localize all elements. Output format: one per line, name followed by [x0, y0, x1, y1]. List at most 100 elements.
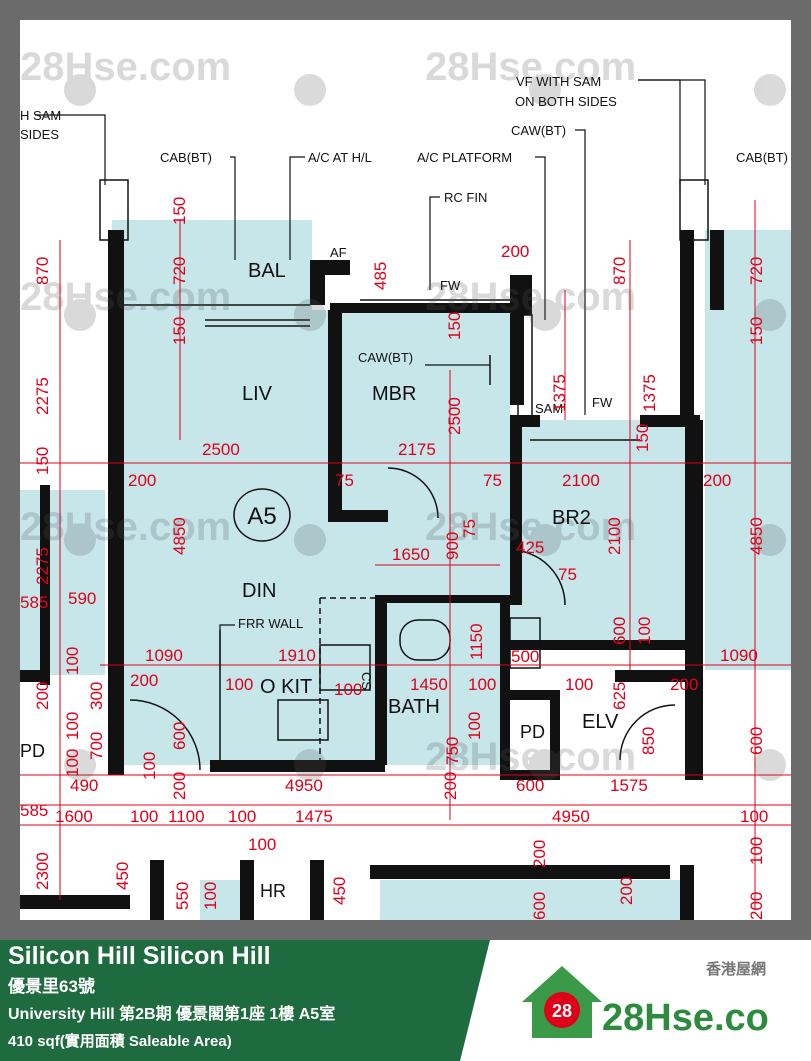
leader-vf-right-a [638, 79, 681, 185]
note-frr-wall: FRR WALL [238, 616, 303, 631]
dim-1150: 1150 [467, 623, 486, 660]
dim-200f: 200 [441, 772, 460, 800]
dim-1600: 1600 [55, 807, 93, 826]
dim-425: 425 [516, 538, 544, 557]
wall-af-post [310, 275, 325, 305]
basin-icon [509, 617, 541, 669]
note-caw-mbr: CAW(BT) [358, 350, 413, 365]
leader-cab-left [230, 156, 236, 260]
wall-fw-post [518, 275, 532, 315]
dim-100e: 100 [565, 675, 593, 694]
note-fw-br2: FW [592, 395, 613, 410]
dimension-lines [20, 200, 791, 910]
dim-625: 625 [610, 682, 629, 710]
dim-100d: 100 [468, 675, 496, 694]
note-vf-left-1: H SAM [20, 108, 61, 123]
dim-490: 490 [70, 776, 98, 795]
wall-af [310, 260, 350, 275]
leader-frr [219, 624, 235, 670]
dim-585b: 585 [20, 801, 48, 820]
dim-100g: 100 [63, 712, 82, 740]
dim-720b: 720 [747, 257, 766, 285]
walls [20, 230, 724, 920]
dim-100i: 100 [130, 807, 158, 826]
note-vf-right-2: ON BOTH SIDES [515, 94, 617, 109]
dim-150d: 150 [747, 317, 766, 345]
leader-lines [35, 79, 706, 670]
dim-75d: 75 [558, 565, 577, 584]
dim-75c: 75 [460, 519, 479, 538]
dim-1450: 1450 [410, 675, 448, 694]
watermark-badge-icon [64, 524, 96, 556]
dim-2175: 2175 [398, 440, 436, 459]
lower-unit-fill [380, 880, 680, 920]
brand-name-zh: 香港屋網 [706, 961, 767, 978]
dim-600a: 600 [610, 617, 629, 645]
dim-150a: 150 [170, 197, 189, 225]
dim-1090b: 1090 [720, 646, 758, 665]
dim-75b: 75 [483, 471, 502, 490]
column-right [679, 179, 709, 241]
dim-585a: 585 [20, 593, 48, 612]
dim-4950a: 4950 [285, 776, 323, 795]
lower-left-fill [200, 880, 240, 920]
note-vf-left-2: SIDES [20, 127, 59, 142]
br2-fill [510, 420, 685, 650]
note-cab-right: CAB(BT) [736, 150, 788, 165]
wall-neighbor-left [40, 485, 50, 685]
watermark-badge-icon [294, 524, 326, 556]
dim-200b: 200 [703, 471, 731, 490]
watermark-text: 28Hse.com [20, 275, 231, 319]
wall-lower-b [240, 860, 254, 920]
wall-lower-a [150, 860, 164, 920]
note-rc-fin: RC FIN [444, 190, 487, 205]
dim-150c: 150 [445, 312, 464, 340]
wall-pd-left [500, 690, 510, 780]
elv-door-swing [619, 704, 676, 761]
watermark-text: 28Hse.com [20, 505, 231, 549]
brand-logo[interactable]: 28 28Hse.com [520, 962, 770, 1042]
dim-720a: 720 [170, 257, 189, 285]
dim-1375a: 1375 [550, 374, 569, 412]
footer: Silicon Hill Silicon Hill 優景里63號 Univers… [0, 940, 811, 1061]
dim-870b: 870 [610, 257, 629, 285]
note-vf-right-1: VF WITH SAM [516, 74, 601, 89]
dimension-labels: 870 720 150 150 485 200 150 870 720 150 … [20, 197, 768, 920]
dim-2500v: 2500 [445, 397, 464, 435]
watermark-text: 28Hse.com [425, 505, 636, 549]
notes: H SAM SIDES CAB(BT) A/C AT H/L A/C PLATF… [20, 74, 788, 690]
dim-1375b: 1375 [640, 374, 659, 412]
wall-right [685, 420, 703, 780]
dim-590: 590 [68, 589, 96, 608]
dim-100f: 100 [465, 712, 484, 740]
dim-100l: 100 [248, 835, 276, 854]
leader-caw-top [575, 129, 586, 415]
unit-marker [233, 488, 291, 542]
watermark-badge-icon [529, 749, 561, 781]
dim-150e: 150 [33, 447, 52, 475]
dim-100n: 100 [747, 837, 766, 865]
watermark-badge-icon [529, 299, 561, 331]
wall-lower-c [310, 860, 324, 920]
leader-ac-platform [535, 156, 546, 320]
dim-300: 300 [87, 682, 106, 710]
room-labels: BAL LIV MBR BR2 DIN O KIT BATH PD ELV PD… [20, 260, 619, 901]
dim-100-door: 100 [140, 752, 159, 780]
dim-200h: 200 [617, 877, 636, 905]
dim-200-door: 200 [170, 772, 189, 800]
dim-100c: 100 [225, 675, 253, 694]
dim-200c: 200 [130, 671, 158, 690]
dim-1475: 1475 [295, 807, 333, 826]
dim-1575: 1575 [610, 776, 648, 795]
leader-rc-fin [429, 196, 440, 290]
leader-vf-right-b [638, 79, 706, 185]
watermark-badge-icon [64, 74, 96, 106]
room-label-hr: HR [260, 881, 286, 901]
wall-bath-left [375, 595, 387, 765]
room-label-kit: O KIT [260, 676, 312, 698]
brand-name-en: 28Hse.com [602, 997, 770, 1039]
stove-icon [319, 644, 371, 691]
dim-850: 850 [639, 727, 658, 755]
room-label-bal: BAL [248, 260, 286, 282]
wall-pd-right [550, 690, 560, 780]
